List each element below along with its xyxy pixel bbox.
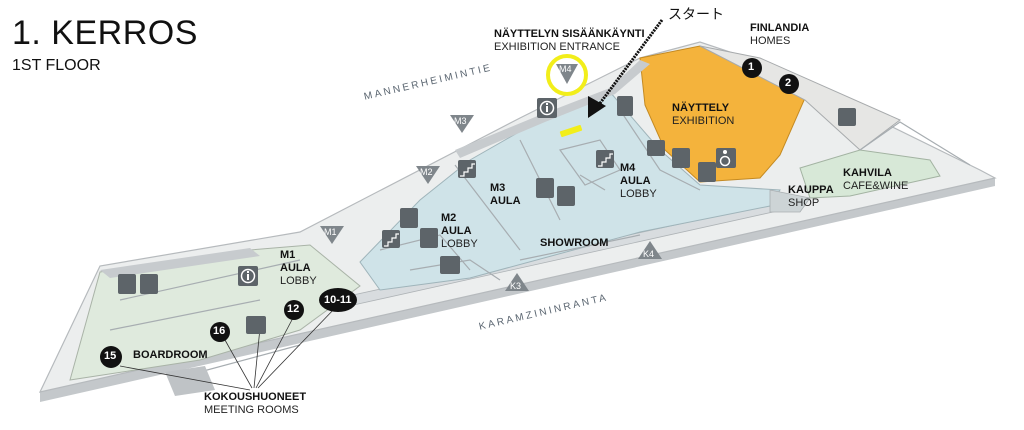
entrance-m1-marker <box>320 226 344 244</box>
m1-lobby-fi: AULA <box>280 262 311 274</box>
restroom-icon <box>118 96 856 334</box>
m3-lobby-label: M3 AULA <box>490 182 521 208</box>
meeting-rooms-fi: KOKOUSHUONEET <box>204 391 307 403</box>
exhibition-entrance-fi: NÄYTTELYN SISÄÄNKÄYNTI <box>494 28 645 40</box>
showroom-label: SHOWROOM <box>540 237 609 249</box>
room-number-10-11 <box>319 288 357 312</box>
entrance-m2-text: M2 <box>420 167 433 177</box>
info-icon <box>238 266 258 286</box>
m1-lobby-label: M1 AULA LOBBY <box>280 249 317 288</box>
cafe-label: KAHVILA CAFE&WINE <box>843 167 908 193</box>
m4-lobby-label: M4 AULA LOBBY <box>620 162 657 201</box>
room-number-16 <box>210 322 230 342</box>
exhibition-label: NÄYTTELY EXHIBITION <box>672 102 734 128</box>
finlandia-homes-en: HOMES <box>750 35 791 47</box>
finlandia-homes-fi: FINLANDIA <box>750 22 810 34</box>
cafe-fi: KAHVILA <box>843 167 892 179</box>
entrance-m3-text: M3 <box>454 116 467 126</box>
exhibition-entrance-en: EXHIBITION ENTRANCE <box>494 41 620 53</box>
exhibition-fi: NÄYTTELY <box>672 102 730 114</box>
accessible-icon <box>716 148 736 168</box>
page-subtitle: 1ST FLOOR <box>12 57 101 74</box>
stairs-south <box>165 366 215 396</box>
meeting-room-leaders <box>119 305 338 391</box>
room-16-text: 16 <box>213 325 226 337</box>
entrance-highlight-bar <box>559 125 583 137</box>
m3-lobby-fi: AULA <box>490 195 521 207</box>
room-10-11-text: 10-11 <box>324 294 352 306</box>
entrance-m4-marker <box>546 54 588 96</box>
info-icon <box>537 98 557 118</box>
entrance-k4-text: K4 <box>643 249 655 259</box>
stairs-icon <box>382 150 614 248</box>
boardroom-label: BOARDROOM <box>133 349 208 361</box>
room-2-text: 2 <box>785 77 792 89</box>
exhibition-en: EXHIBITION <box>672 115 735 127</box>
m1-lobby-code: M1 <box>280 249 296 261</box>
shop-area <box>769 189 811 213</box>
m4-lobby-fi: AULA <box>620 175 651 187</box>
cafe-en: CAFE&WINE <box>843 180 909 192</box>
room-number-2 <box>779 74 799 94</box>
room-number-12 <box>284 300 304 320</box>
room-1-text: 1 <box>748 61 755 73</box>
m2-lobby-label: M2 AULA LOBBY <box>441 212 478 251</box>
start-annotation: スタート <box>668 6 724 22</box>
entrance-k3-text: K3 <box>510 281 522 291</box>
shop-en: SHOP <box>788 197 820 209</box>
entrance-k4-marker <box>638 241 662 259</box>
finlandia-homes-label: FINLANDIA HOMES <box>750 22 809 48</box>
start-arrow <box>588 19 664 118</box>
page-title: 1. KERROS <box>12 14 198 52</box>
room-number-1 <box>742 58 762 78</box>
entrance-m2-marker <box>416 166 440 184</box>
meeting-rooms-label: KOKOUSHUONEET MEETING ROOMS <box>204 391 306 417</box>
m4-lobby-en: LOBBY <box>620 188 657 200</box>
room-15-text: 15 <box>104 350 117 362</box>
west-wall <box>100 248 260 278</box>
m2-lobby-code: M2 <box>441 212 457 224</box>
entrance-k3-marker <box>505 273 529 291</box>
exhibition-entrance-label: NÄYTTELYN SISÄÄNKÄYNTI EXHIBITION ENTRAN… <box>494 28 645 54</box>
meeting-rooms-en: MEETING ROOMS <box>204 404 299 416</box>
m1-lobby-en: LOBBY <box>280 275 317 287</box>
m2-lobby-en: LOBBY <box>441 238 478 250</box>
entrance-m1-text: M1 <box>324 227 337 237</box>
m4-lobby-code: M4 <box>620 162 636 174</box>
shop-label: KAUPPA SHOP <box>788 184 834 210</box>
m2-lobby-fi: AULA <box>441 225 472 237</box>
entrance-m3-marker <box>450 115 474 133</box>
shop-fi: KAUPPA <box>788 184 834 196</box>
m3-lobby-code: M3 <box>490 182 506 194</box>
entrance-m4-text: M4 <box>559 64 572 74</box>
north-wall <box>455 60 650 158</box>
room-number-15 <box>100 346 122 368</box>
room-12-text: 12 <box>287 303 300 315</box>
